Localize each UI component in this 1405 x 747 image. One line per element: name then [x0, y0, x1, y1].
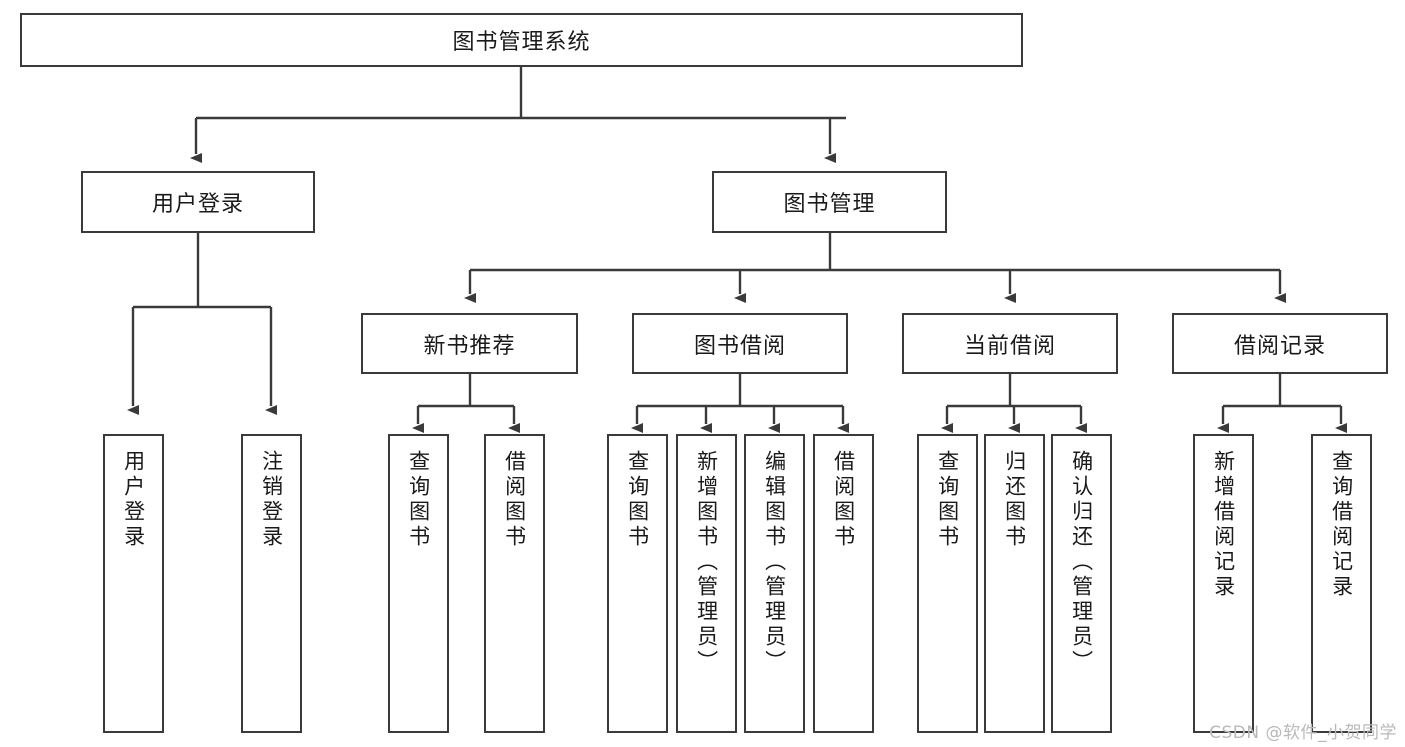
leaf-label: 借阅图书: [502, 450, 527, 550]
leaf-logout-login[interactable]: 注销登录: [241, 434, 302, 733]
leaf-borrow-books-recommend[interactable]: 借阅图书: [484, 434, 545, 733]
leaf-query-books-borrow[interactable]: 查询图书: [607, 434, 668, 733]
leaf-confirm-return-admin[interactable]: 确认归还（管理员）: [1051, 434, 1112, 733]
leaf-label: 编辑图书（管理员）: [762, 450, 787, 675]
node-label: 借阅记录: [1233, 333, 1326, 359]
leaf-edit-book-admin[interactable]: 编辑图书（管理员）: [744, 434, 805, 733]
node-root-book-management-system[interactable]: 图书管理系统: [20, 13, 1023, 67]
leaf-label: 注销登录: [259, 450, 284, 550]
node-new-book-recommendation[interactable]: 新书推荐: [361, 313, 578, 374]
node-borrowing-records[interactable]: 借阅记录: [1172, 313, 1388, 374]
node-label: 用户登录: [151, 192, 244, 217]
leaf-query-books-current[interactable]: 查询图书: [917, 434, 978, 733]
leaf-label: 用户登录: [121, 450, 146, 550]
node-label: 当前借阅: [963, 333, 1056, 359]
leaf-label: 查询图书: [935, 450, 960, 550]
node-label: 新书推荐: [423, 333, 516, 359]
node-current-borrowing[interactable]: 当前借阅: [902, 313, 1118, 374]
leaf-label: 确认归还（管理员）: [1069, 450, 1094, 675]
watermark-text: CSDN @软件_小贺同学: [1209, 723, 1397, 743]
leaf-query-books-recommend[interactable]: 查询图书: [388, 434, 449, 733]
leaf-label: 新增图书（管理员）: [694, 450, 719, 675]
node-label: 图书管理系统: [452, 30, 591, 55]
leaf-label: 归还图书: [1002, 450, 1027, 550]
leaf-label: 查询借阅记录: [1329, 450, 1354, 600]
node-label: 图书借阅: [693, 333, 786, 359]
leaf-user-login[interactable]: 用户登录: [103, 434, 164, 733]
leaf-query-borrow-record[interactable]: 查询借阅记录: [1311, 434, 1372, 733]
leaf-label: 查询图书: [625, 450, 650, 550]
leaf-add-book-admin[interactable]: 新增图书（管理员）: [676, 434, 737, 733]
leaf-add-borrow-record[interactable]: 新增借阅记录: [1193, 434, 1254, 733]
node-book-management[interactable]: 图书管理: [712, 171, 947, 233]
leaf-borrow-books[interactable]: 借阅图书: [813, 434, 874, 733]
leaf-label: 查询图书: [406, 450, 431, 550]
node-book-borrowing[interactable]: 图书借阅: [632, 313, 848, 374]
node-label: 图书管理: [783, 192, 876, 217]
leaf-return-books[interactable]: 归还图书: [984, 434, 1045, 733]
leaf-label: 借阅图书: [831, 450, 856, 550]
leaf-label: 新增借阅记录: [1211, 450, 1236, 600]
node-user-login[interactable]: 用户登录: [81, 171, 315, 233]
